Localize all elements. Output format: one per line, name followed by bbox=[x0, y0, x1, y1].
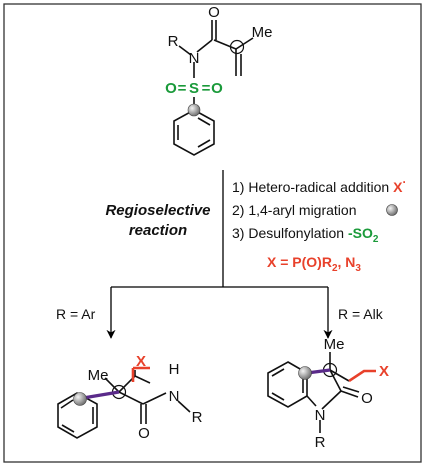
left-bond-me bbox=[104, 377, 120, 393]
right-benzo-inner-1 bbox=[271, 368, 285, 377]
sulfonyl-eq-left: = bbox=[178, 80, 187, 97]
right-co-1 bbox=[340, 390, 359, 398]
bond-me bbox=[235, 37, 254, 50]
right-x-bond bbox=[348, 369, 376, 383]
right-n-label: N bbox=[315, 407, 326, 424]
right-bond-c7a-n bbox=[306, 395, 317, 407]
left-n-label: N bbox=[169, 388, 180, 405]
step1-radical-dot: · bbox=[402, 175, 406, 189]
product-right bbox=[267, 352, 360, 433]
left-me-label: Me bbox=[88, 367, 109, 384]
step3-so-label: -SO bbox=[348, 225, 373, 241]
regioselective-label-line2: reaction bbox=[129, 222, 187, 239]
sulfonyl-s: S bbox=[189, 80, 199, 97]
condition-step-1: 1) Hetero-radical addition X· bbox=[232, 175, 406, 195]
xdef-suffix: , N bbox=[338, 254, 356, 270]
sulfonyl-o-left: O bbox=[165, 80, 177, 97]
right-co-2 bbox=[342, 386, 360, 393]
benzene-inner-1 bbox=[197, 117, 211, 126]
right-benzo-inner-3 bbox=[271, 392, 285, 401]
benzene-ring bbox=[173, 109, 215, 156]
branch-lines bbox=[106, 170, 333, 339]
left-x-label: X bbox=[136, 353, 146, 370]
grey-sphere-icon-right-product bbox=[298, 366, 312, 380]
left-bond-n-r bbox=[177, 400, 191, 413]
right-bond-ch2 bbox=[329, 369, 350, 382]
bond-carbonyl-alkene bbox=[213, 39, 237, 50]
branch-left-label: R = Ar bbox=[56, 306, 96, 322]
left-bond-c-n bbox=[142, 392, 167, 405]
right-bond-c2-n bbox=[321, 390, 342, 410]
branch-right-label: R = Alk bbox=[338, 306, 384, 322]
left-r-label: R bbox=[192, 409, 203, 426]
sulfonyl-eq-right: = bbox=[202, 80, 211, 97]
left-phenyl-inner-1 bbox=[60, 399, 74, 409]
scheme-frame bbox=[3, 3, 422, 463]
left-phenyl-inner-3 bbox=[61, 424, 75, 433]
sm-me-label: Me bbox=[252, 24, 273, 41]
radical-site-circle bbox=[229, 39, 245, 55]
left-h-label: H bbox=[169, 361, 180, 378]
right-r-label: R bbox=[315, 434, 326, 451]
sm-o-carbonyl-label: O bbox=[208, 4, 220, 21]
sulfonyl-o-right: O bbox=[211, 80, 223, 97]
grey-sphere-icon-legend bbox=[386, 204, 398, 216]
right-me-label: Me bbox=[324, 336, 345, 353]
left-o-label: O bbox=[138, 425, 150, 442]
xdef-sub-2: 3 bbox=[355, 263, 361, 274]
left-bond-carbonyl bbox=[118, 391, 144, 405]
condition-step-3: 3) Desulfonylation -SO2 bbox=[232, 225, 379, 245]
x-definition: X = P(O)R2, N3 bbox=[267, 254, 361, 274]
bond-n-carbonyl bbox=[196, 39, 213, 53]
right-o-label: O bbox=[361, 390, 373, 407]
left-bond-to-x bbox=[134, 375, 151, 384]
xdef-prefix: X = P(O)R bbox=[267, 254, 332, 270]
sm-r-label: R bbox=[168, 33, 179, 50]
step3-text: 3) Desulfonylation bbox=[232, 225, 348, 241]
condition-step-2: 2) 1,4-aryl migration bbox=[232, 202, 357, 218]
step3-so-subscript: 2 bbox=[373, 234, 379, 245]
regioselective-label-line1: Regioselective bbox=[105, 202, 210, 219]
right-x-label: X bbox=[379, 363, 389, 380]
grey-sphere-icon bbox=[187, 103, 201, 117]
step1-x-symbol: X bbox=[393, 179, 403, 195]
step1-text: 1) Hetero-radical addition bbox=[232, 179, 393, 195]
right-bond-c3-c2 bbox=[329, 369, 342, 392]
sm-n-label: N bbox=[189, 50, 200, 67]
benzene-inner-2 bbox=[197, 139, 211, 148]
bond-r-n bbox=[178, 45, 192, 56]
grey-sphere-icon-left-product bbox=[73, 392, 87, 406]
xdef-sub-1: 2 bbox=[332, 263, 338, 274]
left-new-c-c-bond bbox=[82, 390, 120, 400]
